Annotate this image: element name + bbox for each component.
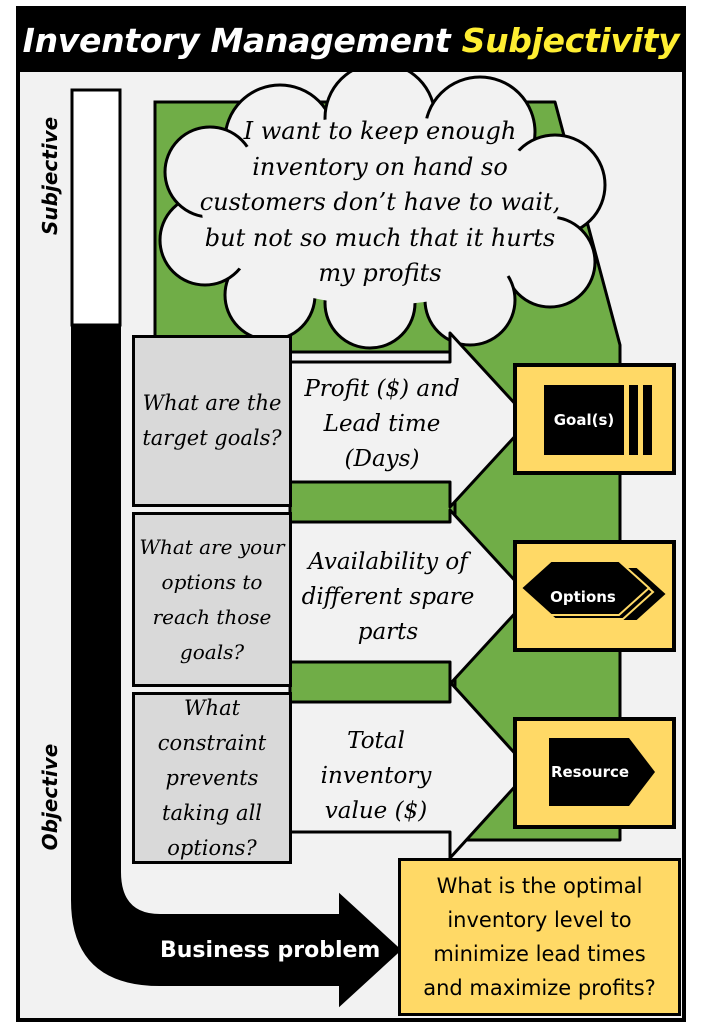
business-problem-arrow — [71, 324, 402, 1008]
options-icon — [519, 560, 669, 622]
green-connector-1 — [288, 480, 457, 524]
icon-label-resource: Resource — [550, 763, 630, 781]
question-box-constraint: What constraint prevents taking all opti… — [132, 692, 292, 864]
title-main: Inventory Management — [22, 20, 451, 60]
subjective-bar — [70, 88, 122, 327]
answer-arrow-1 — [288, 331, 532, 509]
business-problem-question: What is the optimal inventory level to m… — [423, 874, 656, 1000]
business-problem-label: Business problem — [160, 938, 381, 963]
title-bar: Inventory Management Subjectivity — [18, 8, 684, 72]
answer-constraint: Total inventory value ($) — [320, 728, 432, 824]
icon-label-goals: Goal(s) — [553, 411, 615, 429]
answer-goals: Profit ($) and Lead time (Days) — [304, 376, 460, 472]
objective-label: Objective — [38, 743, 62, 851]
subjective-label: Subjective — [38, 116, 62, 235]
goals-icon — [544, 385, 652, 455]
cloud-text: I want to keep enough inventory on hand … — [199, 117, 561, 287]
answer-options: Availability of different spare parts — [301, 549, 475, 645]
business-problem-question-box: What is the optimal inventory level to m… — [398, 858, 681, 1016]
thought-cloud-fill — [202, 115, 558, 305]
icon-box-goals: Goal(s) — [513, 363, 676, 475]
icon-label-options: Options — [550, 588, 616, 606]
question-goals: What are the target goals? — [142, 391, 282, 450]
question-options: What are your options to reach those goa… — [139, 534, 285, 664]
question-box-goals: What are the target goals? — [132, 335, 292, 507]
question-box-options: What are your options to reach those goa… — [132, 512, 292, 687]
icon-box-options: Options — [513, 540, 676, 652]
icon-box-resource: Resource — [513, 717, 676, 829]
question-constraint: What constraint prevents taking all opti… — [157, 695, 267, 860]
title: Inventory Management Subjectivity — [23, 21, 680, 60]
resource-icon — [549, 738, 655, 806]
green-connector-2 — [288, 660, 457, 704]
answer-arrow-3 — [288, 680, 532, 860]
answer-arrow-2 — [288, 508, 532, 686]
title-accent: Subjectivity — [461, 20, 680, 60]
